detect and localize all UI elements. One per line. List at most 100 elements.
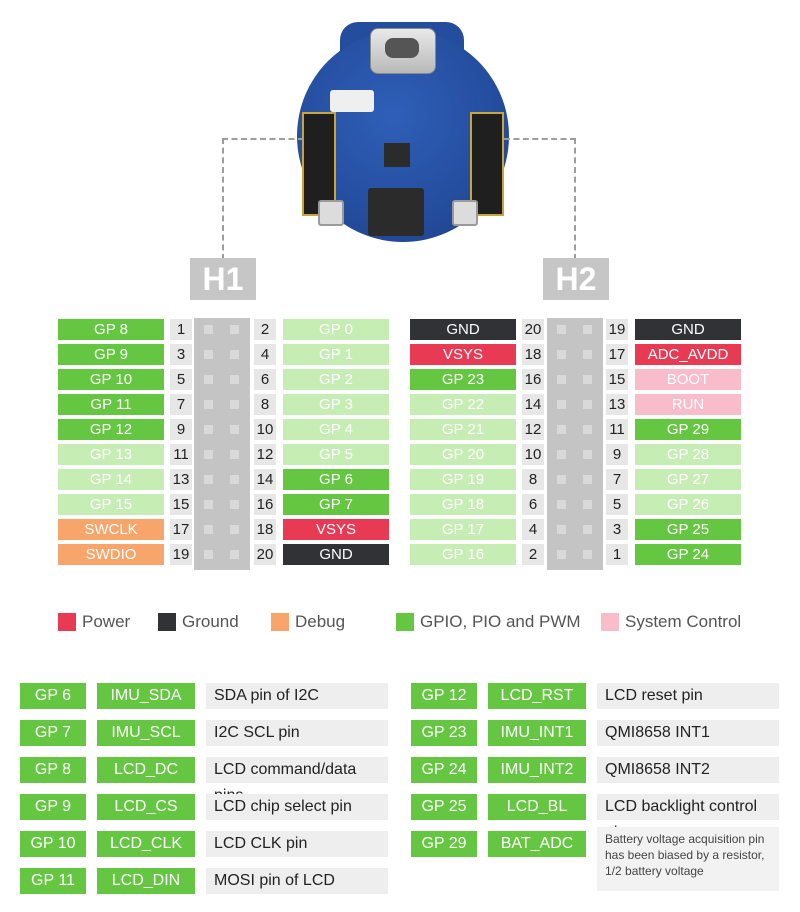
- table-description-cell: QMI8658 INT1: [597, 720, 779, 746]
- legend-swatch-power: [58, 613, 76, 631]
- h2-pin-number: 20: [522, 319, 544, 340]
- h2-pin-hole: [583, 375, 592, 384]
- h1-pin-hole: [204, 375, 213, 384]
- table-description-cell: LCD reset pin: [597, 683, 779, 709]
- h1-pin-hole: [230, 550, 239, 559]
- table-gpio-cell: GP 24: [411, 757, 477, 783]
- h1-pin-label: GP 14: [58, 469, 164, 490]
- h2-pin-hole: [583, 425, 592, 434]
- legend-swatch-debug: [271, 613, 289, 631]
- h1-pin-number: 7: [170, 394, 192, 415]
- h1-pin-label: GP 2: [283, 369, 389, 390]
- h1-pin-label: SWDIO: [58, 544, 164, 565]
- h1-pin-number: 17: [170, 519, 192, 540]
- legend-swatch-sysctl: [601, 613, 619, 631]
- table-gpio-cell: GP 9: [20, 794, 86, 820]
- legend-label: Debug: [295, 612, 346, 631]
- h2-pin-number: 3: [606, 519, 628, 540]
- h1-pin-label: GP 0: [283, 319, 389, 340]
- h1-pin-label: GP 1: [283, 344, 389, 365]
- h1-pin-hole: [204, 350, 213, 359]
- table-gpio-cell: GP 11: [20, 868, 86, 894]
- h2-pin-hole: [583, 475, 592, 484]
- table-function-cell: IMU_SCL: [97, 720, 195, 746]
- table-description-cell: LCD command/data pins: [206, 757, 388, 804]
- table-gpio-cell: GP 10: [20, 831, 86, 857]
- h1-pin-hole: [230, 500, 239, 509]
- h1-pin-hole: [230, 525, 239, 534]
- h2-pin-number: 11: [606, 419, 628, 440]
- h1-pin-number: 16: [254, 494, 276, 515]
- h1-pin-label: GND: [283, 544, 389, 565]
- h1-pin-label: GP 10: [58, 369, 164, 390]
- boot-button: [318, 200, 344, 226]
- table-description-cell: LCD CLK pin: [206, 831, 388, 857]
- h2-pin-number: 17: [606, 344, 628, 365]
- h1-pin-number: 10: [254, 419, 276, 440]
- h1-connector-line: [222, 138, 304, 260]
- h2-pin-label: GP 24: [635, 544, 741, 565]
- h2-pin-label: GP 29: [635, 419, 741, 440]
- legend-label: Ground: [182, 612, 239, 631]
- table-function-cell: LCD_CLK: [97, 831, 195, 857]
- h2-pin-label: GP 26: [635, 494, 741, 515]
- h1-pin-hole: [230, 475, 239, 484]
- h2-pin-number: 4: [522, 519, 544, 540]
- h1-pin-number: 1: [170, 319, 192, 340]
- reset-button: [452, 200, 478, 226]
- table-description-cell: MOSI pin of LCD: [206, 868, 388, 894]
- h1-pin-hole: [204, 400, 213, 409]
- h1-pin-number: 4: [254, 344, 276, 365]
- table-gpio-cell: GP 6: [20, 683, 86, 709]
- h1-pin-number: 20: [254, 544, 276, 565]
- h1-pin-hole: [204, 425, 213, 434]
- h2-pin-hole: [557, 525, 566, 534]
- h2-pin-hole: [557, 375, 566, 384]
- h1-pin-number: 13: [170, 469, 192, 490]
- h2-pin-hole: [583, 550, 592, 559]
- h1-pin-number: 6: [254, 369, 276, 390]
- legend-label: System Control: [625, 612, 742, 631]
- usb-c-port: [385, 38, 419, 58]
- h2-pin-number: 1: [606, 544, 628, 565]
- h2-pin-hole: [583, 400, 592, 409]
- h1-pin-number: 14: [254, 469, 276, 490]
- h1-pin-hole: [204, 525, 213, 534]
- h1-pin-label: GP 13: [58, 444, 164, 465]
- h1-pin-number: 9: [170, 419, 192, 440]
- h1-pin-label: GP 7: [283, 494, 389, 515]
- h2-pin-label: GP 18: [410, 494, 516, 515]
- h1-pin-label: GP 8: [58, 319, 164, 340]
- h2-pin-number: 2: [522, 544, 544, 565]
- table-function-cell: LCD_BL: [488, 794, 586, 820]
- h1-pin-label: GP 15: [58, 494, 164, 515]
- h2-pin-number: 19: [606, 319, 628, 340]
- h2-pin-label: ADC_AVDD: [635, 344, 741, 365]
- legend-swatch-ground: [158, 613, 176, 631]
- h2-pin-hole: [557, 400, 566, 409]
- h1-header-on-board: [302, 112, 336, 216]
- h2-pin-label: GP 27: [635, 469, 741, 490]
- h1-pin-number: 2: [254, 319, 276, 340]
- h1-pin-number: 18: [254, 519, 276, 540]
- h2-pin-hole: [557, 450, 566, 459]
- h1-pin-label: GP 3: [283, 394, 389, 415]
- legend-label: GPIO, PIO and PWM: [420, 612, 581, 631]
- h2-pin-number: 5: [606, 494, 628, 515]
- h1-pin-label: GP 5: [283, 444, 389, 465]
- h2-pin-label: GP 16: [410, 544, 516, 565]
- h2-pin-label: VSYS: [410, 344, 516, 365]
- h2-pin-label: GND: [410, 319, 516, 340]
- h2-header-strip: [547, 318, 603, 570]
- table-function-cell: LCD_DIN: [97, 868, 195, 894]
- h2-pin-hole: [557, 425, 566, 434]
- h2-pin-label: GP 22: [410, 394, 516, 415]
- h2-pin-number: 13: [606, 394, 628, 415]
- h2-pin-hole: [583, 450, 592, 459]
- h2-pin-number: 8: [522, 469, 544, 490]
- table-gpio-cell: GP 7: [20, 720, 86, 746]
- h2-pin-label: GP 21: [410, 419, 516, 440]
- h2-pin-number: 6: [522, 494, 544, 515]
- h1-pin-label: GP 6: [283, 469, 389, 490]
